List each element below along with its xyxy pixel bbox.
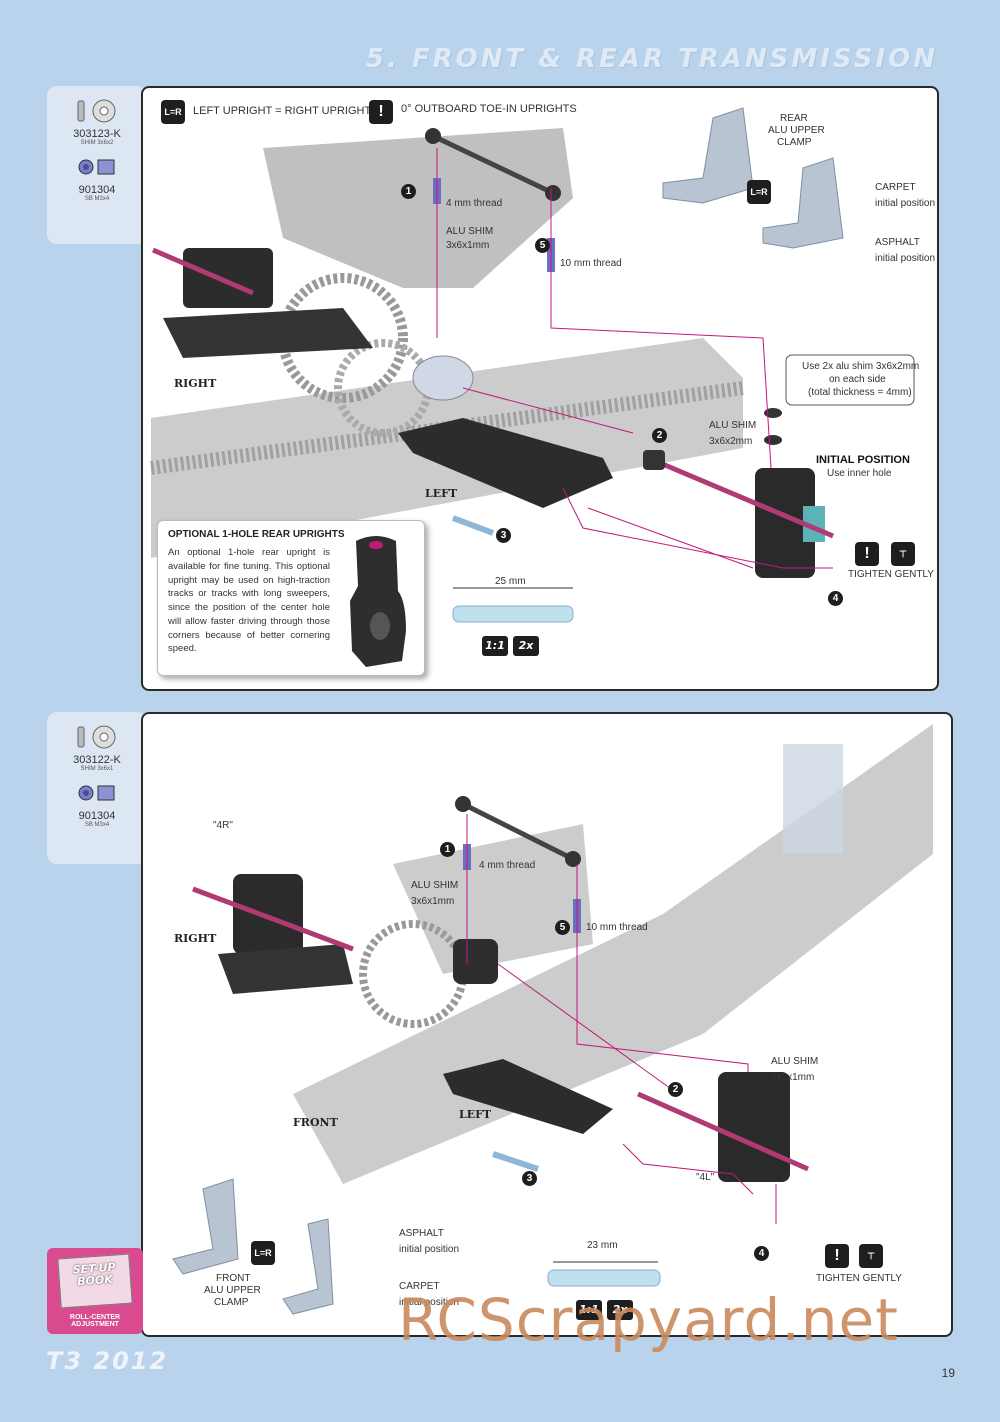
page-title: 5. FRONT & REAR TRANSMISSION bbox=[365, 44, 938, 74]
step-1: 1 bbox=[440, 842, 455, 857]
part-desc: SB M3x4 bbox=[84, 196, 110, 202]
lr-icon: L=R bbox=[161, 100, 185, 124]
step-2: 2 bbox=[668, 1082, 683, 1097]
clamp-label-1: REAR bbox=[780, 113, 808, 124]
asphalt-position: initial position bbox=[875, 253, 936, 264]
part-code: 901304 bbox=[78, 184, 116, 196]
one-hole-upright-image bbox=[350, 536, 406, 667]
tag-4l: "4L" bbox=[696, 1172, 715, 1183]
warning-icon: ! bbox=[855, 542, 879, 566]
front-transmission-panel: "4R" 1 4 mm thread ALU SHIM 3x6x1mm 5 10… bbox=[141, 712, 953, 1337]
toe-note: 0° OUTBOARD TOE-IN UPRIGHTS bbox=[401, 103, 577, 115]
optional-uprights-box: OPTIONAL 1-HOLE REAR UPRIGHTS An optiona… bbox=[157, 520, 425, 676]
step-3: 3 bbox=[522, 1171, 537, 1186]
page-number: 19 bbox=[941, 1366, 955, 1380]
watermark: RCScrapyard.net bbox=[398, 1286, 899, 1354]
right-label: RIGHT bbox=[174, 377, 217, 390]
front-label: FRONT bbox=[293, 1116, 338, 1129]
clamp-label-1: FRONT bbox=[216, 1273, 251, 1284]
part-desc: SHIM 3x6x2 bbox=[80, 140, 114, 146]
inner-hole: Use inner hole bbox=[827, 468, 892, 479]
carpet-position: initial position bbox=[875, 198, 936, 209]
alu-shim-a-1: ALU SHIM bbox=[411, 880, 459, 891]
left-label: LEFT bbox=[425, 487, 458, 500]
asphalt-position: initial position bbox=[399, 1244, 460, 1255]
asphalt-label: ASPHALT bbox=[875, 237, 920, 248]
alu-shim-b-2: 3x6x1mm bbox=[771, 1072, 815, 1083]
alu-shim-b-1: ALU SHIM bbox=[709, 420, 757, 431]
part-desc: SHIM 3x6x1 bbox=[80, 766, 114, 772]
lr-icon: L=R bbox=[251, 1241, 275, 1265]
shim-note-1: Use 2x alu shim 3x6x2mm bbox=[802, 361, 920, 372]
scale-2x: 2x bbox=[607, 1300, 633, 1320]
optional-title: OPTIONAL 1-HOLE REAR UPRIGHTS bbox=[168, 529, 345, 540]
asphalt-label: ASPHALT bbox=[399, 1228, 444, 1239]
step1-thread: 4 mm thread bbox=[446, 198, 503, 209]
right-label: RIGHT bbox=[174, 932, 217, 945]
shim-note-2: on each side bbox=[829, 374, 886, 385]
step5-thread: 10 mm thread bbox=[560, 258, 622, 269]
carpet-position: initial position bbox=[399, 1297, 460, 1308]
alu-shim-a-2: 3x6x1mm bbox=[411, 896, 455, 907]
step-1: 1 bbox=[401, 184, 416, 199]
screw-icon bbox=[47, 776, 147, 810]
warning-icon: ! bbox=[825, 1244, 849, 1268]
optional-text: An optional 1-hole rear upright is avail… bbox=[168, 547, 330, 655]
setup-title-2: BOOK bbox=[76, 1272, 114, 1289]
step-4: 4 bbox=[754, 1246, 769, 1261]
shim-icon bbox=[47, 720, 147, 754]
carpet-label: CARPET bbox=[399, 1281, 440, 1292]
setup-book-icon: SET-UP BOOK bbox=[57, 1253, 133, 1309]
shaft-length: 25 mm bbox=[495, 576, 526, 587]
carpet-label: CARPET bbox=[875, 182, 916, 193]
part-code: 303123-K bbox=[73, 128, 121, 140]
left-label: LEFT bbox=[459, 1108, 492, 1121]
lr-note: LEFT UPRIGHT = RIGHT UPRIGHT bbox=[193, 105, 372, 117]
step1-thread: 4 mm thread bbox=[479, 860, 536, 871]
front-assembly-illustration bbox=[172, 724, 933, 1315]
warning-icon: ! bbox=[369, 100, 393, 124]
screw-icon bbox=[47, 150, 147, 184]
lr-icon: L=R bbox=[747, 180, 771, 204]
scale-1-1: 1:1 bbox=[482, 636, 508, 656]
part-code: 303122-K bbox=[73, 754, 121, 766]
part-desc: SB M3x4 bbox=[84, 822, 110, 828]
rear-transmission-panel: L=R LEFT UPRIGHT = RIGHT UPRIGHT ! 0° OU… bbox=[141, 86, 939, 691]
step5-thread: 10 mm thread bbox=[586, 922, 648, 933]
tighten-label: TIGHTEN GENTLY bbox=[816, 1273, 902, 1284]
tag-4r: "4R" bbox=[213, 820, 233, 831]
clamp-label-2: ALU UPPER bbox=[204, 1285, 261, 1296]
alu-shim-b-1: ALU SHIM bbox=[771, 1056, 819, 1067]
step-2: 2 bbox=[652, 428, 667, 443]
tighten-label: TIGHTEN GENTLY bbox=[848, 569, 934, 580]
alu-shim-a-1: ALU SHIM bbox=[446, 226, 494, 237]
clamp-label-3: CLAMP bbox=[777, 137, 812, 148]
step-5: 5 bbox=[535, 238, 550, 253]
step-4: 4 bbox=[828, 591, 843, 606]
shim-icon bbox=[47, 94, 147, 128]
step-5: 5 bbox=[555, 920, 570, 935]
shim-note-3: (total thickness = 4mm) bbox=[808, 387, 912, 398]
setup-book-badge: SET-UP BOOK ROLL-CENTER ADJUSTMENT bbox=[47, 1248, 143, 1334]
clamp-label-3: CLAMP bbox=[214, 1297, 249, 1308]
shaft-length: 23 mm bbox=[587, 1240, 618, 1251]
scale-2x: 2x bbox=[513, 636, 539, 656]
initial-position: INITIAL POSITION bbox=[816, 454, 910, 466]
step-3: 3 bbox=[496, 528, 511, 543]
scale-1-1: 1:1 bbox=[576, 1300, 602, 1320]
screw-torque-icon: ⊤ bbox=[859, 1244, 883, 1268]
alu-shim-a-2: 3x6x1mm bbox=[446, 240, 490, 251]
setup-caption: ROLL-CENTER ADJUSTMENT bbox=[69, 1314, 121, 1328]
screw-torque-icon: ⊤ bbox=[891, 542, 915, 566]
rear-assembly-illustration bbox=[150, 107, 915, 623]
clamp-label-2: ALU UPPER bbox=[768, 125, 825, 136]
part-code: 901304 bbox=[78, 810, 116, 822]
alu-shim-b-2: 3x6x2mm bbox=[709, 436, 753, 447]
model-logo: T3 2012 bbox=[46, 1347, 169, 1375]
